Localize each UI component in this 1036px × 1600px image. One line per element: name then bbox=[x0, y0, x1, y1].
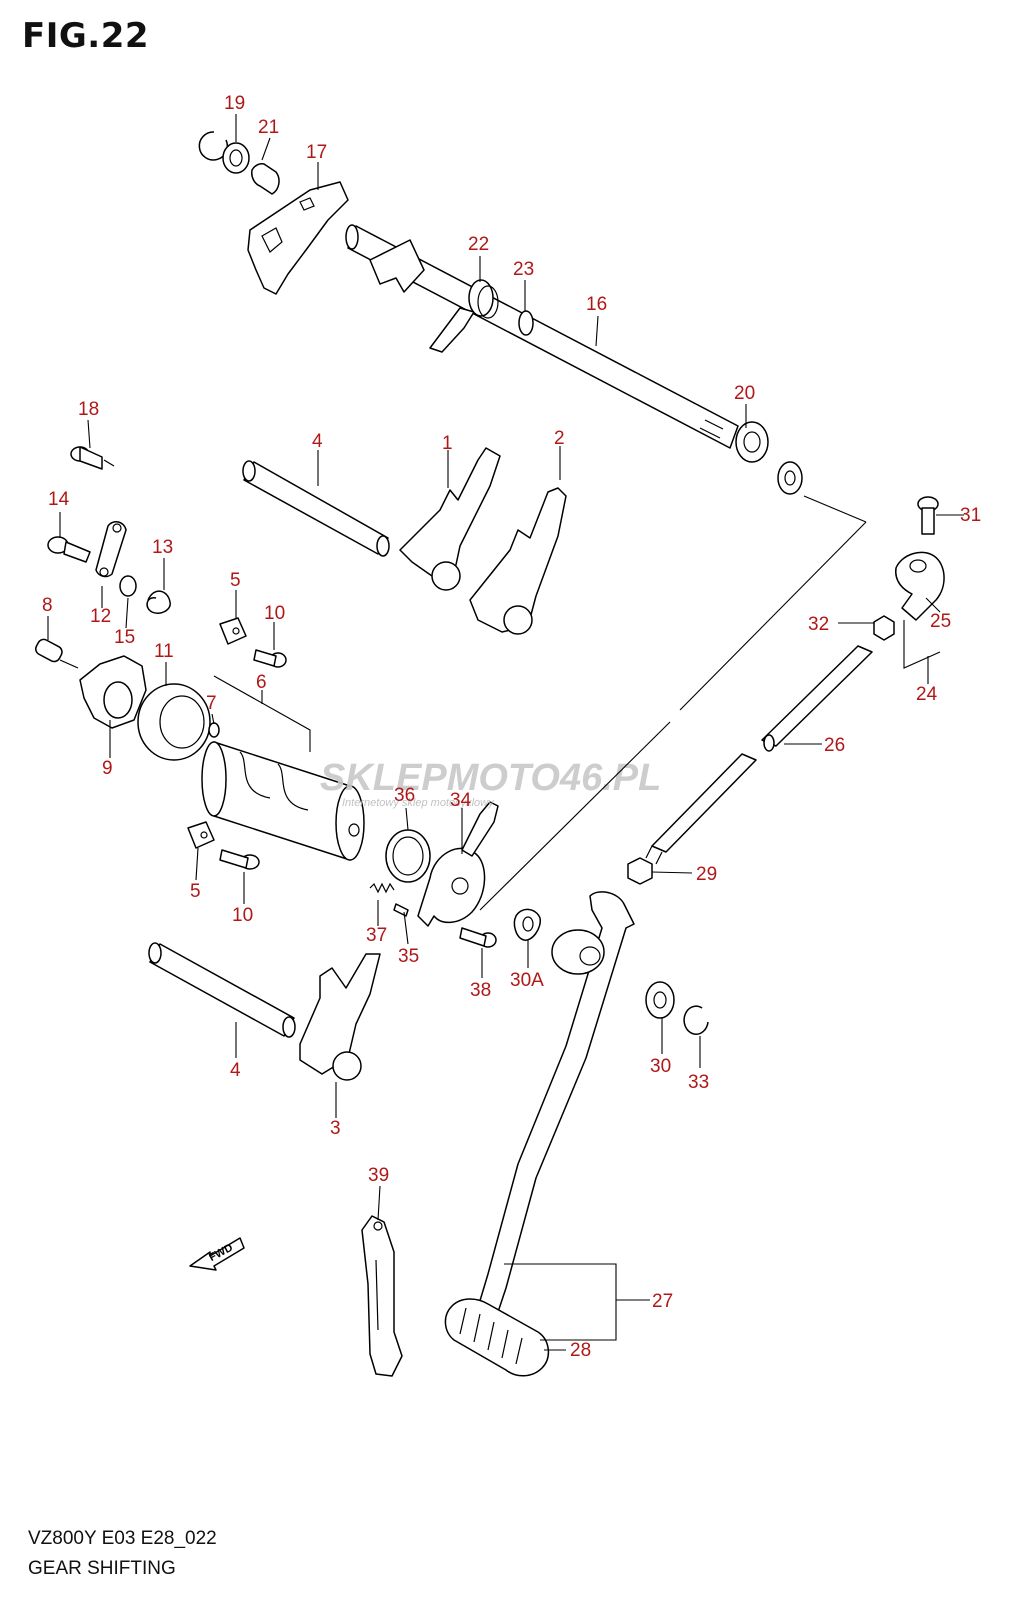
part-30A-washer[interactable] bbox=[513, 908, 541, 941]
part-20-oil-seal[interactable] bbox=[735, 421, 769, 463]
part-11-bearing[interactable] bbox=[137, 683, 211, 761]
part-10-screw-upper[interactable] bbox=[253, 649, 287, 668]
callout-39: 39 bbox=[368, 1165, 389, 1186]
callout-31: 31 bbox=[960, 505, 981, 526]
part-29-nut[interactable] bbox=[627, 857, 653, 885]
part-22-spring[interactable] bbox=[468, 279, 499, 319]
watermark-subtext: Internetowy sklep motocyklowy bbox=[342, 797, 495, 809]
callout-19: 19 bbox=[224, 93, 245, 114]
part-7-pin[interactable] bbox=[208, 722, 220, 738]
callout-14: 14 bbox=[48, 489, 70, 510]
part-23-circlip[interactable] bbox=[518, 310, 534, 336]
diagram-caption: GEAR SHIFTING bbox=[28, 1558, 176, 1579]
fwd-arrow-icon: FWD bbox=[189, 1237, 245, 1271]
part-30-washer[interactable] bbox=[645, 981, 675, 1019]
part-18-bolt[interactable] bbox=[70, 446, 115, 470]
callout-27: 27 bbox=[652, 1291, 673, 1312]
callout-13: 13 bbox=[152, 537, 173, 558]
callout-21: 21 bbox=[258, 117, 279, 138]
part-16-shift-shaft[interactable] bbox=[345, 224, 739, 449]
part-37-spring[interactable] bbox=[369, 882, 395, 894]
callout-34: 34 bbox=[450, 790, 472, 811]
part-21-washer[interactable] bbox=[222, 142, 250, 174]
callout-30A: 30A bbox=[510, 970, 544, 991]
part-15-washer[interactable] bbox=[119, 575, 137, 597]
callout-15: 15 bbox=[114, 627, 135, 648]
callout-10-lower: 10 bbox=[232, 905, 253, 926]
callout-37: 37 bbox=[366, 925, 387, 946]
part-27-gearshift-lever[interactable] bbox=[475, 891, 635, 1319]
callout-30: 30 bbox=[650, 1056, 671, 1077]
part-5-stopper-upper[interactable] bbox=[219, 617, 247, 645]
callout-16: 16 bbox=[586, 294, 607, 315]
part-26-rod-lower[interactable] bbox=[645, 753, 757, 865]
part-8-pin[interactable] bbox=[34, 637, 79, 669]
part-2-shift-fork[interactable] bbox=[469, 487, 567, 635]
part-38-screw[interactable] bbox=[459, 927, 497, 948]
part-34-cam-driven-gear[interactable] bbox=[417, 801, 499, 927]
callout-38: 38 bbox=[470, 980, 491, 1001]
part-1-shift-fork[interactable] bbox=[399, 447, 501, 591]
callout-4-lower: 4 bbox=[230, 1060, 241, 1081]
callout-6: 6 bbox=[256, 672, 267, 693]
part-26-rod-upper[interactable] bbox=[761, 645, 873, 752]
watermark: SKLEPMOTO46.PL Internetowy sklep motocyk… bbox=[320, 757, 661, 809]
part-32-nut[interactable] bbox=[873, 615, 895, 641]
callout-2: 2 bbox=[554, 428, 565, 449]
callout-35: 35 bbox=[398, 946, 419, 967]
part-10-screw-lower[interactable] bbox=[219, 849, 260, 870]
callout-29: 29 bbox=[696, 864, 717, 885]
part-31-bolt[interactable] bbox=[917, 496, 939, 535]
figure-title: FIG.22 bbox=[22, 16, 150, 56]
callout-11: 11 bbox=[154, 641, 174, 662]
callout-3: 3 bbox=[330, 1118, 341, 1139]
callout-7: 7 bbox=[206, 693, 217, 714]
part-33-circlip[interactable] bbox=[683, 1005, 709, 1035]
callout-32: 32 bbox=[808, 614, 829, 635]
part-28-footrest-rubber[interactable] bbox=[444, 1298, 550, 1377]
part-6-shift-cam[interactable] bbox=[201, 741, 365, 861]
part-35-pin[interactable] bbox=[393, 903, 409, 917]
part-4-fork-shaft-lower[interactable] bbox=[148, 942, 296, 1038]
callout-12: 12 bbox=[90, 606, 111, 627]
callout-5-upper: 5 bbox=[230, 570, 241, 591]
part-21-bushing[interactable] bbox=[251, 163, 280, 195]
part-36-o-ring[interactable] bbox=[385, 829, 431, 883]
callout-10-upper: 10 bbox=[264, 603, 285, 624]
part-9-cam-plate[interactable] bbox=[79, 655, 147, 729]
callout-5-lower: 5 bbox=[190, 881, 201, 902]
callout-26: 26 bbox=[824, 735, 845, 756]
watermark-text: SKLEPMOTO46.PL bbox=[320, 757, 661, 799]
callout-23: 23 bbox=[513, 259, 534, 280]
part-5-stopper-lower[interactable] bbox=[187, 821, 215, 849]
part-20-washer[interactable] bbox=[777, 461, 803, 495]
part-3-shift-fork[interactable] bbox=[299, 953, 381, 1081]
callout-33: 33 bbox=[688, 1072, 709, 1093]
callout-25: 25 bbox=[930, 611, 951, 632]
callout-18: 18 bbox=[78, 399, 99, 420]
callout-24: 24 bbox=[916, 684, 938, 705]
callout-4-upper: 4 bbox=[312, 431, 323, 452]
callout-28: 28 bbox=[570, 1340, 591, 1361]
part-17-plate[interactable] bbox=[247, 181, 349, 295]
part-25-joint[interactable] bbox=[895, 551, 945, 621]
callout-1: 1 bbox=[442, 433, 453, 454]
model-code: VZ800Y E03 E28_022 bbox=[28, 1528, 217, 1549]
callout-8: 8 bbox=[42, 595, 53, 616]
leader-lines bbox=[47, 114, 964, 1351]
callouts: 19 21 17 22 23 16 20 18 4 1 2 14 13 31 5… bbox=[42, 93, 981, 1361]
callout-36: 36 bbox=[394, 785, 415, 806]
part-12-stopper-arm[interactable] bbox=[95, 521, 127, 578]
callout-17: 17 bbox=[306, 142, 327, 163]
part-14-bolt[interactable] bbox=[47, 536, 91, 563]
part-4-fork-shaft-upper[interactable] bbox=[242, 460, 390, 557]
part-39-shift-arm[interactable] bbox=[361, 1215, 403, 1377]
part-13-spring[interactable] bbox=[146, 590, 171, 614]
callout-20: 20 bbox=[734, 383, 755, 404]
callout-9: 9 bbox=[102, 758, 113, 779]
callout-22: 22 bbox=[468, 234, 489, 255]
